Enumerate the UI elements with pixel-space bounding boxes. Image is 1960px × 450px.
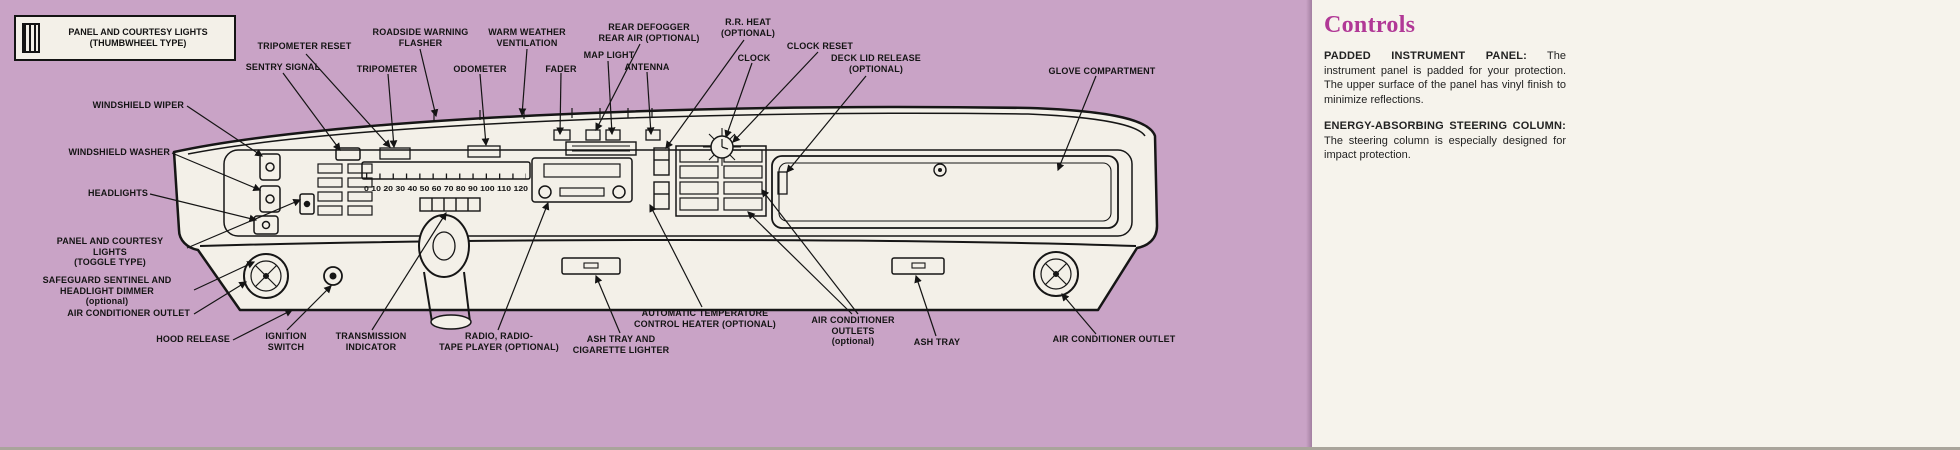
radio: [531, 157, 633, 203]
padded-instrument-panel-paragraph: PADDED INSTRUMENT PANEL: The instrument …: [1324, 49, 1566, 107]
energy-absorbing-column-body: The steering column is especially design…: [1324, 134, 1566, 162]
label-headlights: HEADLIGHTS: [88, 188, 148, 198]
leader-lines: [149, 39, 1097, 341]
label-windshield-washer: WINDSHIELD WASHER: [68, 147, 170, 157]
label-air-conditioner-outlet-left: AIR CONDITIONER OUTLET: [67, 308, 190, 318]
label-odometer: ODOMETER: [453, 64, 507, 74]
label-deck-lid-release: DECK LID RELEASE (OPTIONAL): [831, 53, 921, 74]
energy-absorbing-column-paragraph: ENERGY-ABSORBING STEERING COLUMN: The st…: [1324, 119, 1566, 163]
center-stack: [531, 129, 670, 210]
rr-heat-sliders: [653, 147, 670, 210]
label-tripometer-reset: TRIPOMETER RESET: [257, 41, 352, 51]
thumbwheel-icon: [22, 23, 40, 53]
page-title: Controls: [1324, 12, 1416, 38]
dashboard-diagram: 0 10 20 30 40 50 60 70 80 90 100 110 120: [0, 0, 1312, 450]
label-air-conditioner-outlet-right: AIR CONDITIONER OUTLET: [1052, 334, 1176, 344]
label-sentry-signal: SENTRY SIGNAL: [245, 62, 321, 72]
label-antenna: ANTENNA: [624, 62, 670, 72]
clock-face: [703, 128, 741, 166]
label-transmission-indicator: TRANSMISSION INDICATOR: [335, 331, 407, 352]
ignition-lock: [323, 266, 343, 286]
controls-text-column: Controls PADDED INSTRUMENT PANEL: The in…: [1312, 0, 1960, 450]
label-clock-reset: CLOCK RESET: [786, 41, 854, 51]
label-safeguard-sentinel: SAFEGUARD SENTINEL AND HEADLIGHT DIMMER …: [42, 275, 172, 307]
label-clock: CLOCK: [737, 53, 771, 63]
label-automatic-temperature: AUTOMATIC TEMPERATURE CONTROL HEATER (OP…: [634, 308, 776, 329]
padded-instrument-panel-heading: PADDED INSTRUMENT PANEL:: [1324, 50, 1528, 62]
label-map-light: MAP LIGHT: [583, 50, 635, 60]
label-windshield-wiper: WINDSHIELD WIPER: [92, 100, 184, 110]
padded-instrument-panel-body: The instrument panel is padded for your …: [1324, 50, 1567, 106]
label-glove-compartment: GLOVE COMPARTMENT: [1048, 66, 1156, 76]
label-ash-tray-cigarette-lighter: ASH TRAY AND CIGARETTE LIGHTER: [572, 334, 670, 355]
page-bottom-edge: [0, 447, 1960, 450]
label-fader: FADER: [545, 64, 577, 74]
glove-compartment-box: [771, 155, 1119, 229]
legend-label: PANEL AND COURTESY LIGHTS (THUMBWHEEL TY…: [68, 26, 208, 48]
label-tripometer: TRIPOMETER: [356, 64, 418, 74]
label-rr-heat: R.R. HEAT (OPTIONAL): [721, 17, 775, 38]
label-roadside-warning-flasher: ROADSIDE WARNING FLASHER: [372, 27, 469, 48]
deck-lid-release-lever: [777, 171, 788, 195]
label-ash-tray: ASH TRAY: [913, 337, 961, 347]
label-panel-courtesy-toggle: PANEL AND COURTESY LIGHTS (TOGGLE TYPE): [56, 236, 164, 268]
heater-control: [565, 141, 637, 156]
left-round-vent: [243, 253, 289, 299]
glove-box-lock: [933, 163, 947, 177]
energy-absorbing-column-heading: ENERGY-ABSORBING STEERING COLUMN:: [1324, 120, 1566, 133]
label-radio-tape-player: RADIO, RADIO- TAPE PLAYER (OPTIONAL): [439, 331, 559, 352]
label-warm-weather-ventilation: WARM WEATHER VENTILATION: [488, 27, 566, 48]
speedometer-scale: 0 10 20 30 40 50 60 70 80 90 100 110 120: [364, 184, 528, 193]
right-round-vent: [1033, 251, 1079, 297]
dashboard-line-art: 0 10 20 30 40 50 60 70 80 90 100 110 120: [149, 39, 1159, 341]
speedometer-cluster: 0 10 20 30 40 50 60 70 80 90 100 110 120: [361, 145, 531, 212]
ash-trays: [561, 257, 945, 275]
label-ignition-switch: IGNITION SWITCH: [265, 331, 307, 352]
label-hood-release: HOOD RELEASE: [156, 334, 230, 344]
label-ac-outlets-optional: AIR CONDITIONER OUTLETS (optional): [811, 315, 895, 347]
legend-box: PANEL AND COURTESY LIGHTS (THUMBWHEEL TY…: [14, 15, 236, 61]
transmission-indicator-window: [419, 197, 481, 212]
label-rear-defogger: REAR DEFOGGER REAR AIR (OPTIONAL): [598, 22, 700, 43]
left-switch-cluster: [253, 147, 373, 235]
steering-column: [418, 214, 472, 330]
